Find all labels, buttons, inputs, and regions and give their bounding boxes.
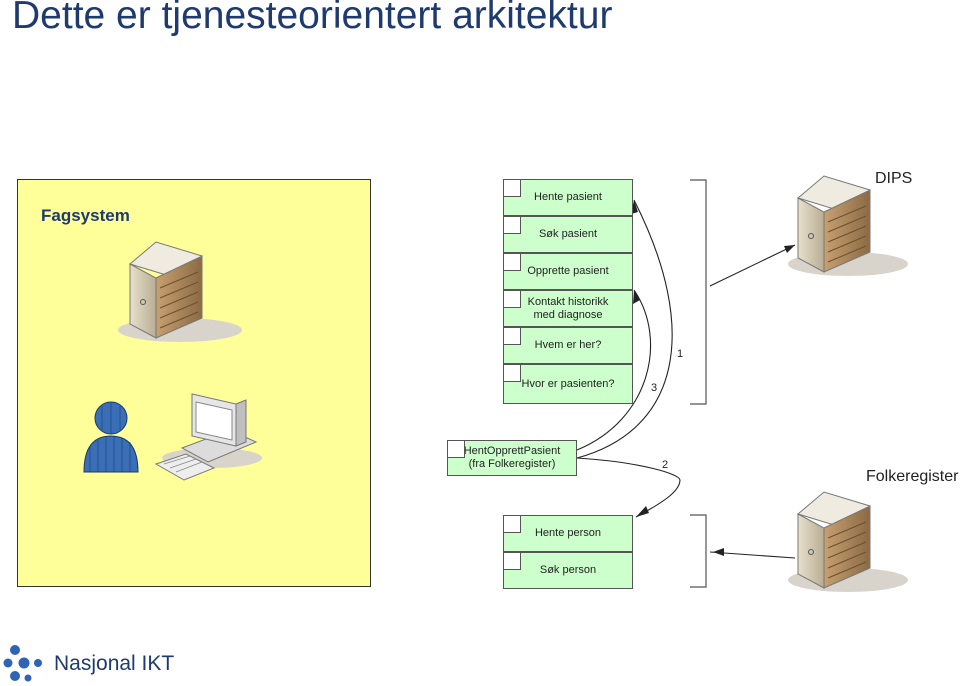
service-tab [503, 364, 521, 382]
service-label: HentOpprettPasient (fra Folkeregister) [463, 445, 561, 470]
arrowhead-dips-server [784, 245, 795, 253]
service-hente-pasient[interactable]: Hente pasient [503, 179, 633, 216]
connector-orchestration-to-hente-person [576, 457, 681, 518]
service-label: Søk pasient [538, 228, 598, 240]
page-title: Dette er tjenesteorientert arkitektur [12, 0, 613, 37]
nasjonal-ikt-logo-icon [3, 645, 42, 682]
arrow-label-3: 3 [651, 382, 658, 394]
service-tab [503, 515, 521, 533]
service-tab [447, 440, 465, 458]
nasjonal-ikt-logo-text: Nasjonal IKT [54, 652, 175, 675]
arrowhead-folkeregister-bracket [713, 548, 724, 556]
connector-orchestration-to-hente-pasient [576, 199, 673, 459]
dips-bracket [690, 179, 707, 405]
fagsystem-server-icon [118, 241, 242, 342]
service-label: Hvem er her? [534, 339, 602, 351]
arrow-label-1: 1 [677, 348, 684, 360]
service-label: Hente person [534, 527, 602, 539]
folkeregister-bracket [690, 514, 707, 588]
service-hente-person[interactable]: Hente person [503, 515, 633, 552]
service-tab [503, 253, 521, 271]
service-tab [503, 179, 521, 197]
fagsystem-label: Fagsystem [41, 206, 130, 225]
arrowhead-hente-person [636, 506, 649, 517]
service-tab [503, 552, 521, 570]
service-label: Hente pasient [534, 191, 602, 203]
service-label: Opprette pasient [527, 265, 609, 277]
connector-folkeregister-bracket-to-server [709, 551, 796, 559]
dips-label: DIPS [875, 170, 913, 187]
fagsystem-box [17, 179, 371, 587]
folkeregister-label: Folkeregister [866, 468, 959, 485]
service-tab [503, 327, 521, 345]
service-label: Hvor er pasienten? [521, 377, 615, 390]
connector-dips-bracket-to-server [709, 244, 796, 287]
service-sok-pasient[interactable]: Søk pasient [503, 216, 633, 253]
service-kontakt-historikk[interactable]: Kontakt historikk med diagnose [503, 290, 633, 327]
service-sok-person[interactable]: Søk person [503, 552, 633, 589]
service-hvem-er-her[interactable]: Hvem er her? [503, 327, 633, 364]
dips-server-icon [788, 175, 908, 276]
connector-orchestration-to-opprette-pasient [576, 289, 652, 451]
service-label: Søk person [539, 564, 597, 576]
service-tab [503, 290, 521, 308]
user-icon [83, 401, 139, 473]
service-tab [503, 216, 521, 234]
service-label: Kontakt historikk med diagnose [527, 295, 609, 321]
arrowhead-opprette-pasient [633, 290, 640, 304]
workstation-icon [154, 393, 262, 481]
service-hvor-er-pasienten[interactable]: Hvor er pasienten? [503, 364, 633, 404]
arrow-label-2: 2 [662, 459, 669, 471]
service-hent-opprett-pasient[interactable]: HentOpprettPasient (fra Folkeregister) [447, 440, 577, 476]
service-opprette-pasient[interactable]: Opprette pasient [503, 253, 633, 290]
folkeregister-server-icon [788, 491, 908, 592]
